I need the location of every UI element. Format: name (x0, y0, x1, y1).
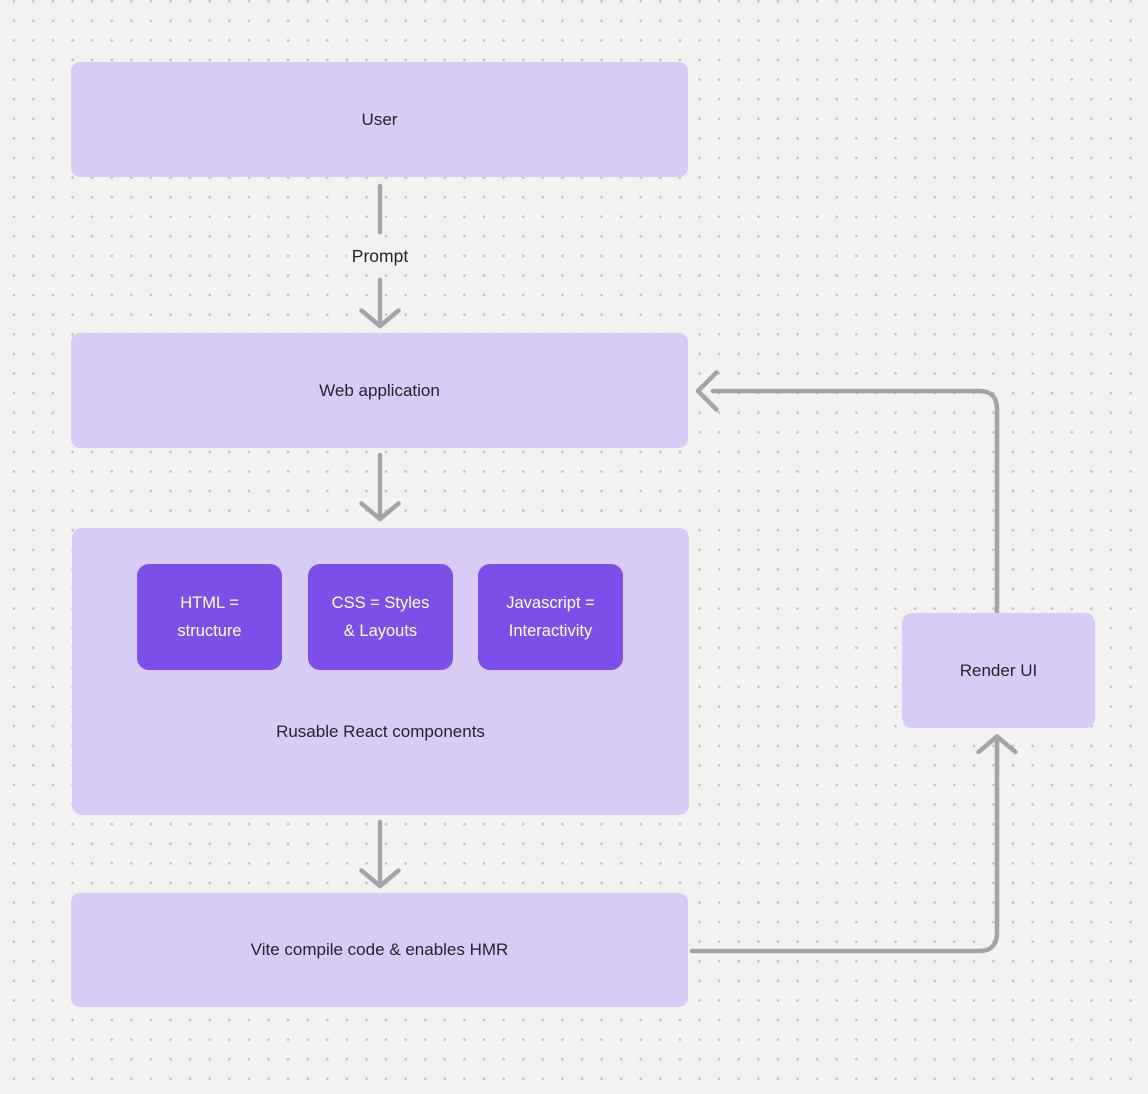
render-ui-node[interactable]: Render UI (902, 613, 1095, 728)
vite-node-label: Vite compile code & enables HMR (250, 940, 509, 959)
vite-node[interactable]: Vite compile code & enables HMR (71, 893, 688, 1007)
javascript-line-1: Javascript = (506, 593, 595, 612)
html-structure-node[interactable]: HTML = structure (137, 564, 282, 670)
connector-elbow (710, 388, 1000, 616)
prompt-edge-label[interactable]: Prompt (320, 244, 440, 268)
connector-render-ui-to-webapp[interactable] (695, 370, 1000, 616)
components-group-node[interactable]: HTML = structure CSS = Styles & Layouts … (72, 528, 689, 815)
connector-user-to-webapp[interactable] (359, 183, 401, 329)
connector-elbow (689, 735, 1000, 954)
css-styles-line-1: CSS = Styles (331, 593, 430, 612)
arrowhead-down-icon (359, 501, 401, 522)
connector-vite-to-render-ui[interactable] (689, 734, 1018, 954)
user-node-label: User (361, 109, 398, 129)
render-ui-node-label: Render UI (959, 660, 1038, 680)
connector-webapp-to-components[interactable] (359, 452, 401, 522)
user-node[interactable]: User (71, 62, 688, 177)
html-structure-line-1: HTML = (180, 593, 239, 612)
web-application-node[interactable]: Web application (71, 333, 688, 448)
components-group-caption: Rusable React components (276, 722, 485, 741)
css-styles-node[interactable]: CSS = Styles & Layouts (308, 564, 453, 670)
arrowhead-up-icon (976, 734, 1018, 755)
arrowhead-down-icon (359, 868, 401, 889)
connector-components-to-vite[interactable] (359, 819, 401, 889)
web-application-node-label: Web application (319, 380, 440, 400)
javascript-line-2: Interactivity (508, 622, 593, 640)
arrowhead-down-icon (359, 308, 401, 329)
prompt-edge-label-text: Prompt (346, 245, 414, 267)
css-styles-line-2: & Layouts (343, 622, 418, 640)
arrowhead-left-icon (695, 370, 719, 412)
html-structure-line-2: structure (177, 622, 242, 640)
javascript-interactivity-node[interactable]: Javascript = Interactivity (478, 564, 623, 670)
